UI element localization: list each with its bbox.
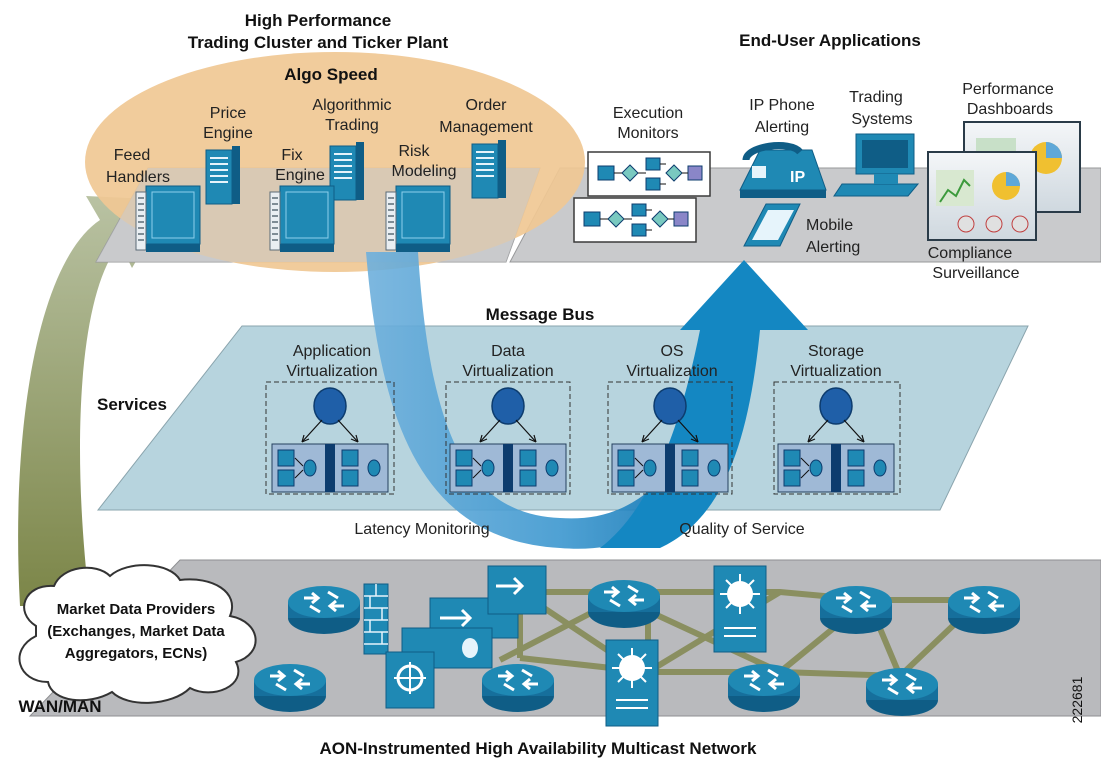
aon-switch-icon-top xyxy=(713,565,767,653)
ip-phone-label-1: IP Phone xyxy=(749,97,815,114)
wan-man-label: WAN/MAN xyxy=(18,697,101,716)
cluster-title-line1: High Performance xyxy=(245,11,391,30)
storage-virt-label-1: Storage xyxy=(808,343,864,360)
message-bus-arrow xyxy=(600,260,808,548)
app-virt-label-2: Virtualization xyxy=(286,363,377,380)
message-swoosh xyxy=(366,252,690,549)
risk-model-server-icon xyxy=(385,185,451,253)
data-virt-label-2: Virtualization xyxy=(462,363,553,380)
exec-monitor-flow-1 xyxy=(587,151,711,197)
mobile-alerting-label-1: Mobile xyxy=(806,217,853,234)
router-icon-7 xyxy=(726,662,802,714)
perf-dash-label-2: Dashboards xyxy=(967,101,1053,118)
order-mgmt-tower-icon xyxy=(471,139,507,199)
price-engine-tower-icon xyxy=(205,145,241,205)
ip-phone-label-2: Alerting xyxy=(755,119,809,136)
algo-trading-label-1: Algorithmic xyxy=(312,97,391,114)
fix-engine-label-1: Fix xyxy=(281,147,302,164)
cloud-line-1: Market Data Providers xyxy=(57,601,215,618)
os-virt-label-2: Virtualization xyxy=(626,363,717,380)
feed-handlers-label-1: Feed xyxy=(114,147,150,164)
price-engine-label-1: Price xyxy=(210,105,247,122)
trading-systems-label-1: Trading xyxy=(849,89,903,106)
compliance-label-2: Surveillance xyxy=(932,265,1019,282)
figure-id: 222681 xyxy=(1069,676,1085,723)
trading-systems-label-2: Systems xyxy=(851,111,912,128)
mobile-device-icon xyxy=(743,203,801,247)
fix-engine-server-icon xyxy=(269,185,335,253)
trading-pc-icon xyxy=(833,133,920,197)
multilayer-switch-icon xyxy=(385,651,435,709)
latency-monitoring-label: Latency Monitoring xyxy=(354,521,489,538)
risk-modeling-label-2: Modeling xyxy=(392,163,457,180)
ip-phone-icon: IP xyxy=(739,142,827,198)
mobile-alerting-label-2: Alerting xyxy=(806,239,860,256)
router-icon-8 xyxy=(864,666,940,718)
router-icon-6 xyxy=(480,662,556,714)
services-label: Services xyxy=(97,395,167,414)
exec-monitors-label-2: Monitors xyxy=(617,125,678,142)
storage-virt-box xyxy=(773,381,901,495)
market-data-cloud xyxy=(18,564,257,704)
order-mgmt-label-2: Management xyxy=(439,119,533,136)
cache-engine-icon xyxy=(487,565,547,615)
os-virt-box xyxy=(607,381,733,495)
router-icon-1 xyxy=(286,584,362,636)
message-bus-label: Message Bus xyxy=(486,305,595,324)
data-virt-box xyxy=(445,381,571,495)
fix-engine-label-2: Engine xyxy=(275,167,325,184)
quality-of-service-label: Quality of Service xyxy=(679,521,804,538)
router-icon-5 xyxy=(946,584,1022,636)
price-engine-label-2: Engine xyxy=(203,125,253,142)
ingest-green-arrow xyxy=(18,196,172,606)
network-title: AON-Instrumented High Availability Multi… xyxy=(319,739,757,758)
feed-handlers-label-2: Handlers xyxy=(106,169,170,186)
order-mgmt-label-1: Order xyxy=(466,97,508,114)
app-virt-box xyxy=(265,381,395,495)
feed-handler-server-icon xyxy=(135,185,201,253)
firewall-icon xyxy=(363,583,389,655)
aon-switch-icon-bottom xyxy=(605,639,659,727)
storage-virt-label-2: Virtualization xyxy=(790,363,881,380)
data-virt-label-1: Data xyxy=(491,343,525,360)
cloud-line-3: Aggregators, ECNs) xyxy=(65,645,208,662)
algo-speed-label: Algo Speed xyxy=(284,65,378,84)
ip-badge: IP xyxy=(790,169,805,186)
router-icon-4 xyxy=(818,584,894,636)
risk-modeling-label-1: Risk xyxy=(398,143,430,160)
exec-monitors-label-1: Execution xyxy=(613,105,683,122)
app-virt-label-1: Application xyxy=(293,343,371,360)
cloud-line-2: (Exchanges, Market Data xyxy=(47,623,225,640)
end-user-title: End-User Applications xyxy=(739,31,921,50)
exec-monitor-flow-2 xyxy=(573,197,697,243)
compliance-label-1: Compliance xyxy=(928,245,1013,262)
cluster-title-line2: Trading Cluster and Ticker Plant xyxy=(188,33,449,52)
os-virt-label-1: OS xyxy=(660,343,683,360)
algo-trading-tower-icon xyxy=(329,141,365,201)
perf-dash-label-1: Performance xyxy=(962,81,1054,98)
router-icon-3 xyxy=(586,578,662,630)
compliance-dashboard-icon xyxy=(927,151,1037,241)
router-icon-2 xyxy=(252,662,328,714)
algo-trading-label-2: Trading xyxy=(325,117,379,134)
